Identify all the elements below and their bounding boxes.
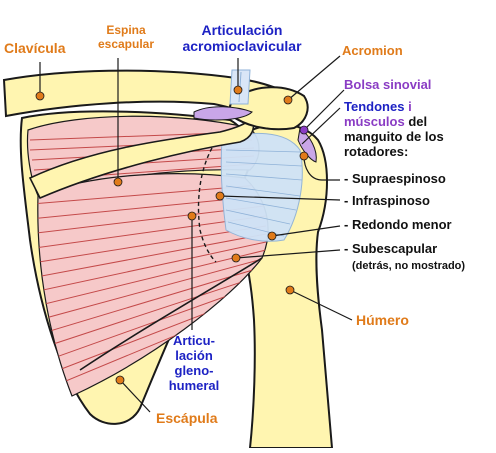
teres-minor-boundary	[79, 257, 263, 371]
tendones-line1: Tendones i	[344, 99, 444, 115]
label-acromion: Acromion	[342, 43, 403, 58]
label-redondo-menor: - Redondo menor	[344, 217, 452, 232]
label-infraspinoso: - Infraspinoso	[344, 193, 430, 208]
glenohumeral-joint-line	[197, 147, 217, 263]
tendones-line2: músculos del	[344, 113, 444, 130]
label-tendones-musculos: Tendones i músculos del manguito de los …	[344, 99, 444, 160]
label-humero: Húmero	[356, 312, 409, 328]
espina-line2: escapular	[97, 36, 155, 51]
label-subescapular: - Subescapular	[344, 241, 438, 256]
tendones-line4: rotadores:	[344, 143, 409, 159]
musculos-word: músculos	[344, 113, 405, 129]
label-dots	[35, 85, 295, 385]
tendon-dot	[299, 151, 309, 161]
tendones-i: i	[408, 99, 412, 114]
rotator-cuff-tendon	[220, 132, 303, 242]
gleno-line3: gleno-	[174, 362, 214, 378]
gleno-line1: Articu-	[173, 333, 215, 348]
label-bolsa-sinovial: Bolsa sinovial	[344, 77, 432, 92]
del-word: del	[408, 113, 428, 129]
label-escapula: Escápula	[156, 410, 218, 426]
tendones-line3: manguito de los	[344, 128, 444, 144]
infraspinatus-muscle	[37, 173, 269, 397]
bursa-upper	[193, 106, 253, 121]
label-supraespinoso: - Supraespinoso	[344, 171, 446, 186]
label-subescapular-note: (detrás, no mostrado)	[352, 260, 466, 272]
artic-acromio-line2: acromioclavicular	[182, 38, 302, 55]
tendones-word: Tendones	[344, 99, 405, 114]
gleno-line4: humeral	[168, 377, 220, 393]
espina-line1: Espina	[106, 23, 146, 37]
label-articulacion-acromioclavicular: Articulación acromioclavicular	[172, 22, 312, 54]
label-articulacion-glenohumeral: Articu- lación gleno- humeral	[156, 333, 232, 394]
label-espina-escapular: Espina escapular	[92, 23, 160, 52]
bursa-dot	[299, 125, 309, 135]
leader-lines	[39, 55, 353, 413]
label-clavicula: Clavícula	[4, 40, 66, 56]
artic-acromio-line1: Articulación	[201, 22, 283, 38]
gleno-line2: lación	[175, 347, 213, 363]
